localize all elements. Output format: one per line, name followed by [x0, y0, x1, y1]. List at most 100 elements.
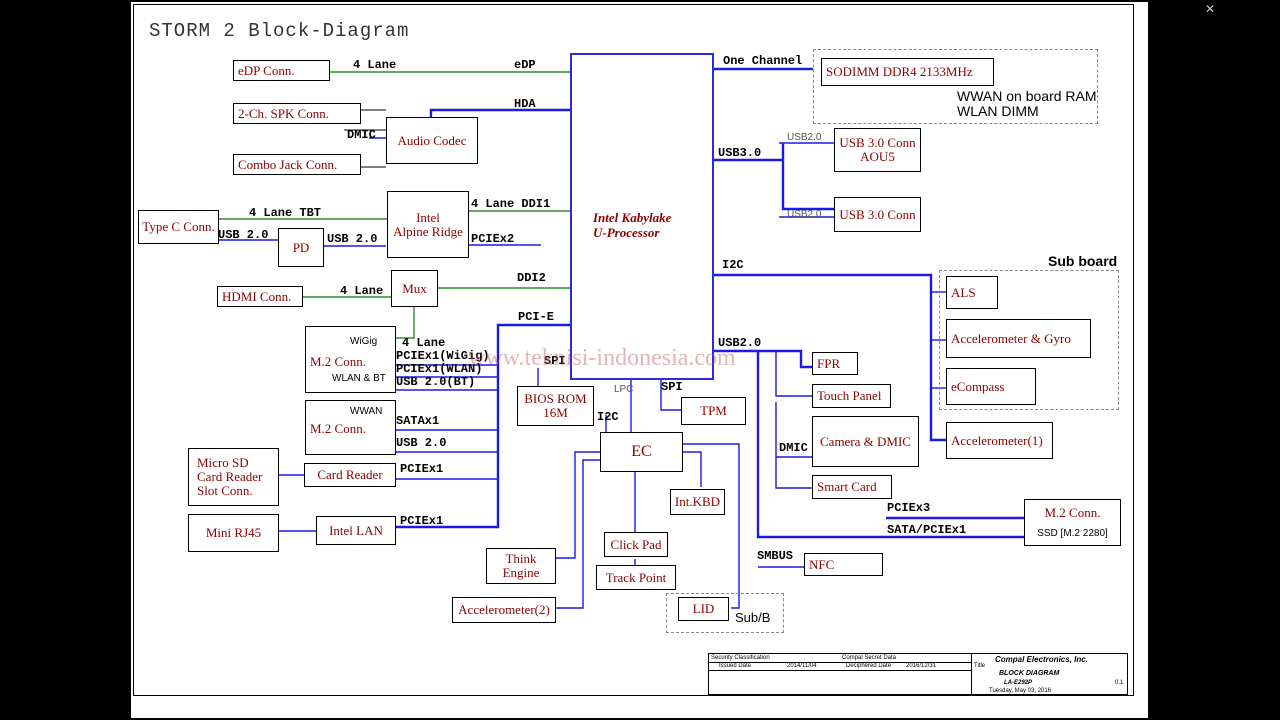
tb-company: Compal Electronics, Inc. — [995, 655, 1088, 664]
memory-group — [813, 49, 1098, 124]
dmic-camera-label: DMIC — [779, 441, 808, 455]
bios-rom-line2: 16M — [543, 405, 568, 420]
one-channel-label: One Channel — [723, 54, 803, 68]
alpine-ridge-line1: Intel — [416, 209, 440, 225]
usb20-b-label: USB2.0 — [787, 209, 822, 220]
accelerometer-1-box[interactable]: Accelerometer(1) — [946, 422, 1053, 459]
combo-jack-box[interactable]: Combo Jack Conn. — [233, 154, 361, 175]
tpm-box[interactable]: TPM — [681, 397, 746, 425]
sub-board-group — [939, 270, 1119, 410]
accelerometer-2-box[interactable]: Accelerometer(2) — [452, 597, 556, 623]
watermark-text: www.teknisi-indonesia.com — [468, 345, 736, 371]
sodimm-box[interactable]: SODIMM DDR4 2133MHz — [821, 58, 994, 86]
sub-b-label: Sub/B — [735, 610, 771, 625]
page-title: STORM 2 Block-Diagram — [149, 20, 410, 42]
ecompass-box[interactable]: eCompass — [946, 368, 1036, 405]
m2-wigig-conn-box[interactable]: WiGig M.2 Conn. WLAN & BT — [305, 326, 396, 393]
pciex1-lan-label: PCIEx1 — [400, 514, 444, 528]
hdmi-lane-label: 4 Lane — [340, 284, 384, 298]
tb-deciphered: Deciphered Date — [846, 663, 892, 669]
lid-box[interactable]: LID — [678, 597, 729, 621]
tb-doc-number: LA-E292P — [1004, 680, 1033, 686]
hdmi-conn-box[interactable]: HDMI Conn. — [217, 286, 303, 307]
think-engine-line2: Engine — [502, 565, 540, 580]
alpine-ridge-line2: Alpine Ridge — [393, 223, 463, 239]
type-c-conn-box[interactable]: Type C Conn. — [138, 210, 219, 244]
hda-signal-label: HDA — [514, 97, 536, 111]
tb-title-label: Title — [974, 663, 986, 669]
bios-rom-line1: BIOS ROM — [524, 391, 587, 406]
usb30-conn-box[interactable]: USB 3.0 Conn — [834, 197, 921, 232]
close-icon[interactable]: ✕ — [1204, 2, 1216, 16]
accel-gyro-box[interactable]: Accelerometer & Gyro — [946, 319, 1091, 358]
usb20-main-label: USB2.0 — [718, 336, 762, 350]
pcie-signal-label: PCI-E — [518, 310, 555, 324]
tb-issued: Issued Date — [719, 663, 752, 669]
track-point-box[interactable]: Track Point — [596, 565, 676, 590]
lpc-signal-label: LPC — [614, 384, 634, 395]
tb-date: Tuesday, May 03, 2016 — [989, 688, 1052, 694]
m2-wigig-label: WiGig — [350, 336, 378, 347]
smbus-signal-label: SMBUS — [757, 549, 794, 563]
sata-pcie-signal-label: SATA/PCIEx1 — [887, 523, 967, 537]
edp-conn-box[interactable]: eDP Conn. — [233, 60, 330, 81]
micro-sd-slot-box[interactable]: Micro SD Card Reader Slot Conn. — [188, 448, 279, 506]
intel-lan-box[interactable]: Intel LAN — [316, 516, 396, 545]
schematic-page: STORM 2 Block-Diagram Intel Kabylake U-P… — [131, 2, 1148, 718]
micro-sd-line1: Micro SD — [197, 455, 249, 470]
tb-deciphered-val: 2016/12/31 — [906, 663, 937, 669]
smart-card-box[interactable]: Smart Card — [812, 475, 892, 499]
als-box[interactable]: ALS — [946, 276, 998, 309]
touch-panel-box[interactable]: Touch Panel — [812, 384, 891, 408]
ddi1-signal-label: 4 Lane DDI1 — [471, 197, 551, 211]
pd-box[interactable]: PD — [278, 228, 324, 267]
micro-sd-line2: Card Reader — [197, 469, 263, 484]
m2-wlan-bt-label: WLAN & BT — [332, 373, 386, 384]
wlan-dimm-note: WLAN DIMM — [957, 103, 1039, 119]
mini-rj45-box[interactable]: Mini RJ45 — [188, 514, 279, 552]
click-pad-box[interactable]: Click Pad — [604, 532, 668, 557]
tb-issued-val: 2014/11/04 — [787, 663, 817, 669]
fpr-box[interactable]: FPR — [812, 352, 858, 375]
tb-security: Security Classification — [711, 655, 770, 661]
m2-wwan-conn-box[interactable]: WWAN M.2 Conn. — [305, 400, 396, 455]
alpine-ridge-box[interactable]: Intel Alpine Ridge — [387, 191, 469, 258]
wwan-ram-note: WWAN on board RAM — [957, 88, 1097, 104]
camera-dmic-box[interactable]: Camera & DMIC — [812, 416, 919, 467]
usb20-a-label: USB2.0 — [787, 132, 822, 143]
edp-lane-label: 4 Lane — [353, 58, 397, 72]
nfc-box[interactable]: NFC — [804, 553, 883, 576]
i2c-ec-label: I2C — [597, 410, 619, 424]
mux-box[interactable]: Mux — [391, 270, 438, 307]
usb30-signal-label: USB3.0 — [718, 146, 762, 160]
cpu-block[interactable] — [570, 53, 714, 380]
cpu-label-line1: Intel Kabylake — [593, 210, 672, 225]
tb-rev: 0.1 — [1115, 680, 1124, 686]
think-engine-box[interactable]: Think Engine — [486, 548, 556, 584]
sub-board-label: Sub board — [1048, 253, 1118, 269]
sub-b-group — [666, 593, 784, 633]
m2-ssd-label: SSD [M.2 2280] — [1037, 528, 1108, 539]
int-kbd-box[interactable]: Int.KBD — [670, 489, 725, 515]
m2-ssd-conn-box[interactable]: M.2 Conn. SSD [M.2 2280] — [1024, 499, 1121, 546]
spk-conn-box[interactable]: 2-Ch. SPK Conn. — [233, 103, 361, 124]
usb30-aou5-line1: USB 3.0 Conn — [839, 135, 916, 150]
pd-usb20-label: USB 2.0 — [218, 228, 269, 242]
bios-rom-box[interactable]: BIOS ROM 16M — [517, 386, 594, 426]
sata-signal-label: SATAx1 — [396, 414, 440, 428]
ec-box[interactable]: EC — [600, 432, 683, 472]
m2-wwan-label: WWAN — [350, 406, 383, 417]
think-engine-line1: Think — [505, 551, 537, 566]
usb20-wwan-label: USB 2.0 — [396, 436, 447, 450]
pciex2-signal-label: PCIEx2 — [471, 232, 515, 246]
pciex1-wlan-label: PCIEx1(WLAN) — [396, 362, 483, 376]
usb20-bt-label: USB 2.0(BT) — [396, 375, 476, 389]
micro-sd-line3: Slot Conn. — [197, 483, 253, 498]
audio-codec-box[interactable]: Audio Codec — [386, 117, 478, 164]
pciex3-signal-label: PCIEx3 — [887, 501, 931, 515]
drawing-frame — [133, 4, 1134, 696]
m2-ssd-title: M.2 Conn. — [1044, 505, 1101, 520]
usb30-conn-aou5-box[interactable]: USB 3.0 Conn AOU5 — [834, 128, 921, 172]
card-reader-box[interactable]: Card Reader — [304, 463, 396, 487]
edp-signal-label: eDP — [514, 58, 536, 72]
